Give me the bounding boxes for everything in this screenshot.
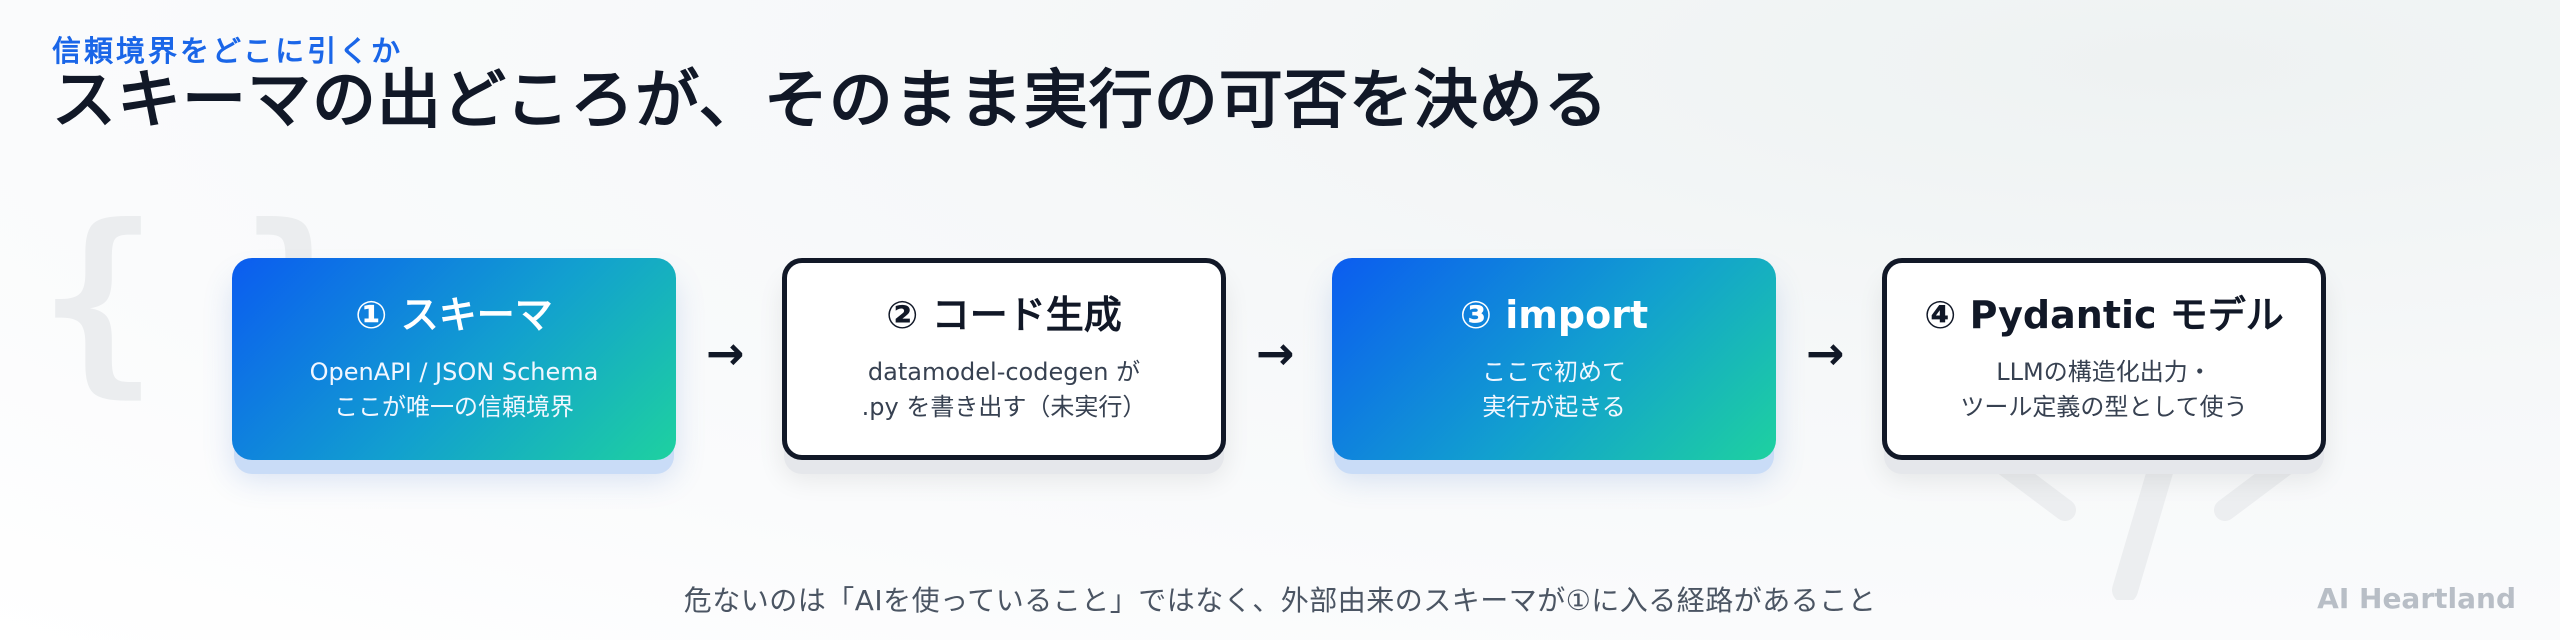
step-description-line: 実行が起きる bbox=[1482, 392, 1626, 421]
step-description: LLMの構造化出力・ ツール定義の型として使う bbox=[1960, 355, 2247, 425]
step-description-line: OpenAPI / JSON Schema bbox=[309, 358, 599, 386]
step-description: datamodel-codegen が .py を書き出す（未実行） bbox=[862, 355, 1147, 425]
page-title: スキーマの出どころが、そのまま実行の可否を決める bbox=[52, 64, 1609, 138]
step-description-line: .py を書き出す（未実行） bbox=[861, 392, 1147, 421]
arrow-right-icon: → bbox=[706, 326, 745, 380]
step-description-line: LLMの構造化出力・ bbox=[1996, 358, 2212, 386]
step-title: ④ Pydantic モデル bbox=[1924, 293, 2284, 338]
step-description-line: ここが唯一の信頼境界 bbox=[333, 392, 574, 421]
step-description-line: ツール定義の型として使う bbox=[1960, 392, 2248, 421]
arrow-right-icon: → bbox=[1256, 326, 1295, 380]
step-card-codegen: ② コード生成 datamodel-codegen が .py を書き出す（未実… bbox=[782, 258, 1226, 460]
arrow-right-icon: → bbox=[1806, 326, 1845, 380]
step-card-import: ③ import ここで初めて 実行が起きる bbox=[1332, 258, 1776, 460]
step-title: ① スキーマ bbox=[355, 293, 553, 338]
step-card-schema: ① スキーマ OpenAPI / JSON Schema ここが唯一の信頼境界 bbox=[232, 258, 676, 460]
footer-note: 危ないのは「AIを使っていること」ではなく、外部由来のスキーマが①に入る経路があ… bbox=[683, 584, 1877, 617]
step-description: ここで初めて 実行が起きる bbox=[1482, 355, 1626, 425]
eyebrow-label: 信頼境界をどこに引くか bbox=[52, 34, 404, 68]
step-description-line: datamodel-codegen が bbox=[867, 358, 1141, 386]
step-description: OpenAPI / JSON Schema ここが唯一の信頼境界 bbox=[310, 355, 599, 425]
step-description-line: ここで初めて bbox=[1482, 358, 1626, 386]
brand-logo: AI Heartland bbox=[2317, 582, 2516, 615]
step-card-pydantic: ④ Pydantic モデル LLMの構造化出力・ ツール定義の型として使う bbox=[1882, 258, 2326, 460]
step-title: ② コード生成 bbox=[886, 293, 1122, 338]
step-title: ③ import bbox=[1459, 293, 1649, 338]
